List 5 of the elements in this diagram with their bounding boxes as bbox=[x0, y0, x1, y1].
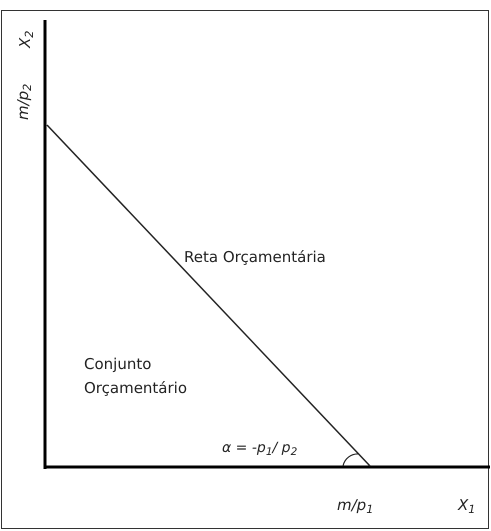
chart-label: X$_{1}$ bbox=[458, 495, 476, 516]
chart-label: m/p$_{1}$ bbox=[337, 495, 374, 516]
chart-label: α = -p$_{1}$/ p$_{2}$ bbox=[222, 439, 298, 459]
chart-label: Conjunto Orçamentário bbox=[84, 354, 188, 399]
chart-label: Reta Orçamentária bbox=[184, 247, 326, 268]
